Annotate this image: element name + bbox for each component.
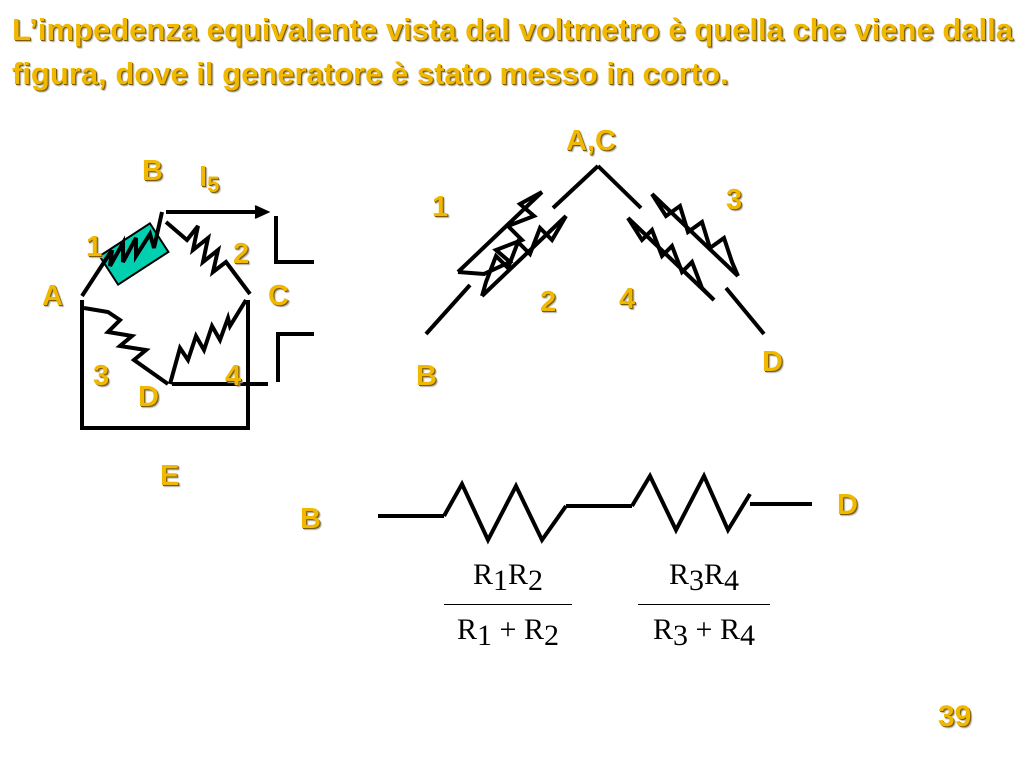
terminal-lower bbox=[276, 332, 314, 382]
wire-ac-left bbox=[551, 164, 600, 210]
subscript: 3 bbox=[673, 619, 689, 652]
left-bridge-circuit bbox=[80, 205, 314, 430]
series-node-b-label: B bbox=[300, 503, 321, 535]
subscript: 1 bbox=[493, 564, 508, 597]
symbol-r: R bbox=[653, 613, 674, 646]
parallel-1-2-left bbox=[456, 190, 568, 298]
node-e-label: E bbox=[160, 460, 180, 492]
subscript: 2 bbox=[528, 564, 544, 597]
wire-ac-right bbox=[596, 164, 643, 210]
slide-title: L’impedenza equivalente vista dal voltme… bbox=[12, 12, 1013, 91]
symbol-r: R bbox=[704, 558, 725, 591]
fraction-r3-r4: R3R4 R3 + R4 bbox=[638, 558, 770, 653]
fraction-r1-r2: R1R2 R1 + R2 bbox=[444, 558, 572, 653]
fraction-r3-r4-denominator: R3 + R4 bbox=[638, 613, 770, 653]
wire-e-loop bbox=[80, 300, 250, 430]
resistor-parallel-12 bbox=[442, 479, 568, 545]
resistor-1 bbox=[80, 211, 164, 298]
resistor-4 bbox=[168, 298, 248, 385]
slide-number: 39 bbox=[938, 700, 972, 733]
resistor-r2-label: 2 bbox=[540, 286, 557, 318]
subscript: 1 bbox=[477, 619, 493, 652]
symbol-r: R bbox=[668, 558, 689, 591]
fraction-r1-r2-denominator: R1 + R2 bbox=[444, 613, 572, 653]
current-arrow bbox=[254, 205, 271, 219]
plus-sign: + bbox=[492, 613, 524, 646]
resistor-2 bbox=[164, 220, 252, 296]
node-c-label: C bbox=[268, 280, 289, 312]
fraction-r1-r2-numerator: R1R2 bbox=[444, 558, 572, 598]
symbol-r: R bbox=[472, 558, 493, 591]
symbol-r: R bbox=[523, 613, 544, 646]
resistor-r3 bbox=[650, 192, 740, 277]
right-node-d-label: D bbox=[762, 346, 783, 378]
resistor-r1-label: 1 bbox=[432, 191, 449, 223]
right-delta-circuit bbox=[424, 164, 766, 336]
subscript: 3 bbox=[689, 564, 704, 597]
current-symbol: I bbox=[199, 161, 208, 193]
wire-d-diag bbox=[724, 286, 766, 336]
current-i5-label: I5 bbox=[199, 163, 219, 196]
symbol-r: R bbox=[457, 613, 478, 646]
node-b-label: B bbox=[142, 155, 163, 187]
resistor-parallel-34 bbox=[630, 471, 752, 535]
series-circuit bbox=[378, 471, 812, 545]
resistor-2-label: 2 bbox=[233, 238, 250, 270]
plus-sign: + bbox=[688, 613, 720, 646]
node-ac-label: A,C bbox=[566, 125, 616, 157]
subscript: 2 bbox=[543, 619, 559, 652]
subscript: 4 bbox=[724, 564, 740, 597]
current-subscript: 5 bbox=[207, 172, 220, 197]
node-a-label: A bbox=[42, 280, 63, 312]
symbol-r: R bbox=[719, 613, 740, 646]
right-node-b-label: B bbox=[416, 360, 437, 392]
resistor-3-label: 3 bbox=[93, 360, 110, 392]
fraction-r3-r4-numerator: R3R4 bbox=[638, 558, 770, 598]
subscript: 4 bbox=[739, 619, 755, 652]
resistor-4-label: 4 bbox=[225, 360, 242, 392]
wire-b-diag bbox=[424, 283, 472, 336]
resistor-r2 bbox=[480, 214, 568, 297]
fraction-bar bbox=[444, 604, 572, 605]
resistor-r4 bbox=[626, 216, 716, 302]
fraction-bar bbox=[638, 604, 770, 605]
node-d-label: D bbox=[138, 381, 159, 413]
resistor-3 bbox=[83, 306, 170, 386]
resistor-r4-label: 4 bbox=[619, 283, 636, 315]
series-node-d-label: D bbox=[837, 489, 858, 521]
terminal-upper bbox=[274, 216, 314, 264]
resistor-r3-label: 3 bbox=[726, 184, 743, 216]
resistor-1-label: 1 bbox=[86, 231, 103, 263]
symbol-r: R bbox=[508, 558, 529, 591]
